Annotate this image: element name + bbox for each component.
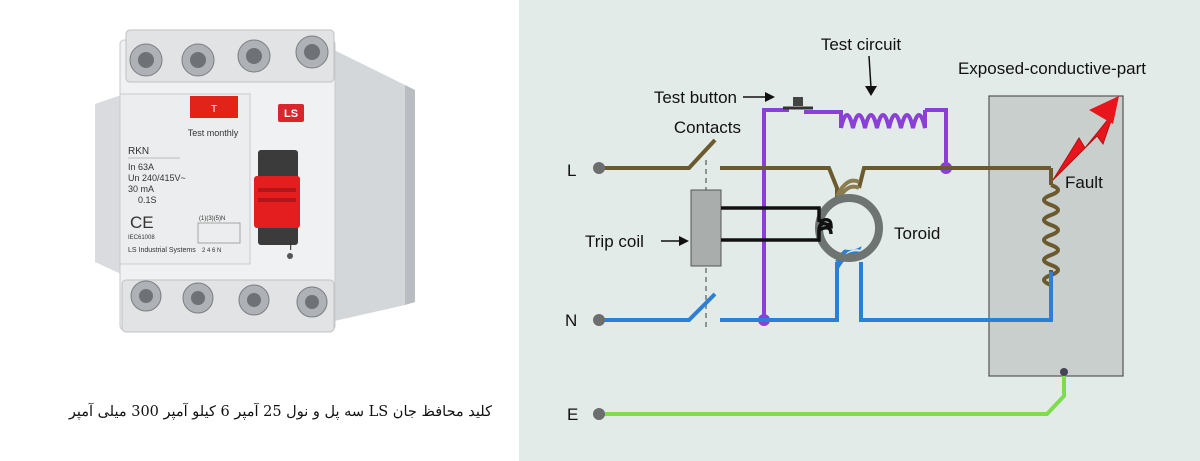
terminals-bottom-label: 2 4 6 N (202, 248, 221, 254)
label-n: N (565, 311, 577, 330)
rcd-wiring-diagram: Test circuit Exposed-conductive-part Tes… (519, 0, 1200, 461)
label-toroid: Toroid (894, 224, 940, 243)
standard-label: IEC61008 (128, 235, 155, 241)
spec-un: Un 240/415V~ (128, 173, 186, 183)
earth-wire (599, 372, 1066, 416)
model-label: RKN (128, 146, 149, 157)
fault-arrow-head (1089, 96, 1119, 124)
svg-text:T: T (211, 104, 217, 115)
label-e: E (567, 405, 578, 424)
brand-name-label: LS Industrial Systems (128, 247, 196, 254)
product-panel: T Test monthly LS RKN In 63A Un 240/415V… (0, 0, 515, 461)
terminal-l-icon (593, 162, 605, 174)
rcd-diagram: Test circuit Exposed-conductive-part Tes… (519, 0, 1200, 461)
earth-junction (1060, 368, 1068, 376)
label-l: L (567, 161, 576, 180)
ce-mark: CE (130, 213, 154, 232)
label-trip-coil: Trip coil (585, 232, 644, 251)
ls-logo-icon (278, 104, 304, 122)
terminals-top-label: (1)(3)(5)N (199, 216, 225, 222)
terminal-n-icon (593, 314, 605, 326)
spec-in: In 63A (128, 162, 154, 172)
label-fault: Fault (1065, 173, 1103, 192)
product-caption: کلید محافظ جان LS سه پل و نول 25 آمپر 6 … (68, 404, 492, 420)
label-exposed-part: Exposed-conductive-part (958, 59, 1146, 78)
spec-ma: 30 mA (128, 184, 154, 194)
wiring-schematic-icon (197, 222, 241, 244)
neutral-wire (599, 262, 1053, 322)
rccb-device-image: T Test monthly LS RKN In 63A Un 240/415V… (95, 29, 415, 333)
bottom-terminals (130, 280, 328, 318)
spec-s: 0.1S (138, 195, 157, 205)
top-terminals (129, 35, 329, 77)
label-test-circuit: Test circuit (821, 35, 902, 54)
trip-coil-lead (721, 206, 833, 242)
label-test-button: Test button (654, 88, 737, 107)
line-wire (599, 138, 1060, 288)
terminal-e-icon (593, 408, 605, 420)
test-monthly-label: Test monthly (188, 128, 239, 138)
off-symbol: I (289, 239, 292, 253)
exposed-part-box (988, 95, 1124, 377)
test-button-icon (190, 96, 238, 118)
label-contacts: Contacts (674, 118, 741, 137)
test-circuit-wire (762, 108, 948, 320)
trip-coil-icon (690, 189, 722, 267)
svg-text:LS: LS (284, 108, 298, 120)
